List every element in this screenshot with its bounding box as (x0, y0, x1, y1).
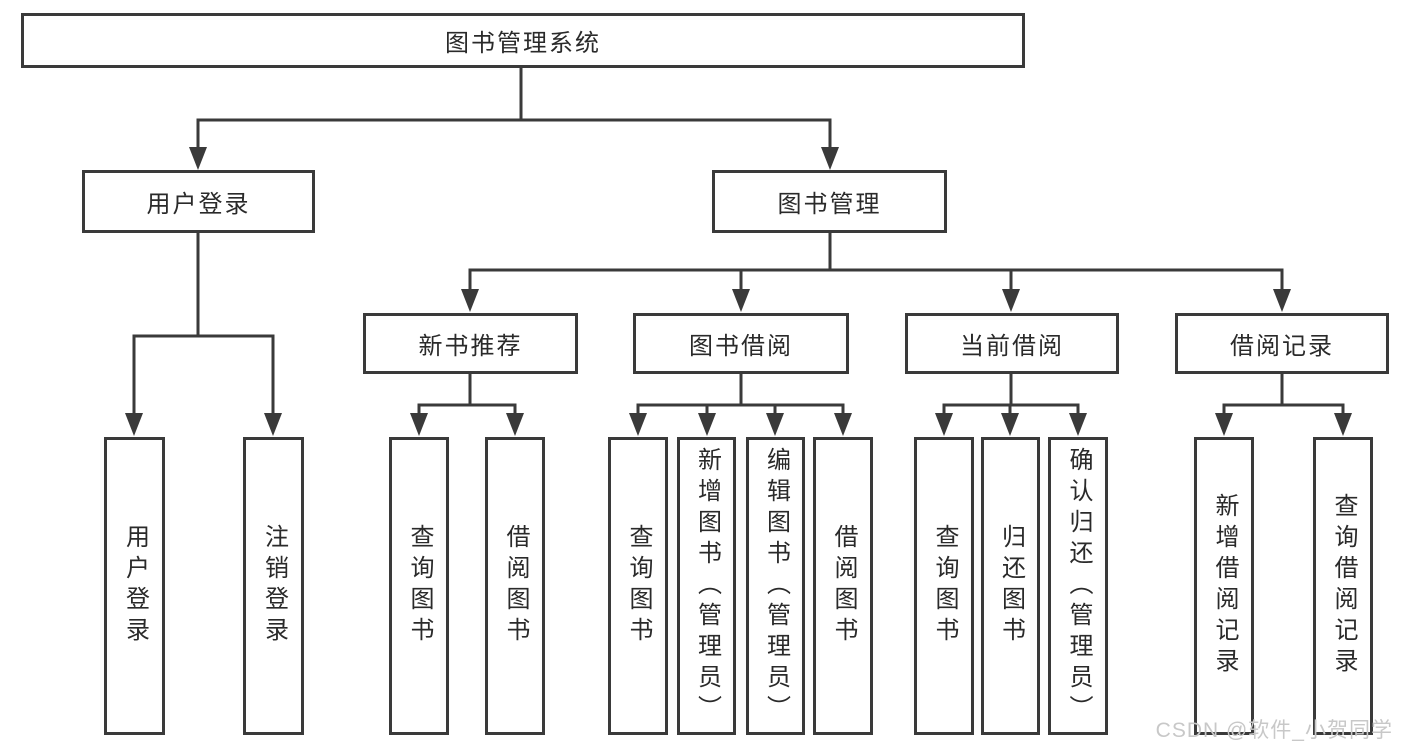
leaf-cb-confirm-return: 确认归还（管理员） (1048, 437, 1108, 735)
node-book-borrow-label: 图书借阅 (689, 333, 793, 360)
leaf-bb-add-book-label: 新增图书（管理员） (693, 446, 721, 726)
leaf-bb-query-book: 查询图书 (608, 437, 668, 735)
leaf-nb-query-book: 查询图书 (389, 437, 449, 735)
watermark: CSDN @软件_小贺同学 (1155, 719, 1393, 742)
leaf-user-login: 用户登录 (104, 437, 165, 735)
node-borrow-record: 借阅记录 (1175, 313, 1389, 374)
leaf-user-login-label: 用户登录 (121, 524, 149, 648)
node-user-login-label: 用户登录 (146, 191, 251, 218)
node-root: 图书管理系统 (21, 13, 1025, 68)
leaf-cb-return-book: 归还图书 (981, 437, 1040, 735)
leaf-br-add-record-label: 新增借阅记录 (1211, 493, 1238, 679)
leaf-bb-query-book-label: 查询图书 (625, 524, 652, 648)
node-borrow-record-label: 借阅记录 (1230, 333, 1334, 360)
leaf-cb-confirm-return-label: 确认归还（管理员） (1065, 446, 1092, 726)
node-user-login: 用户登录 (82, 170, 315, 233)
leaf-logout: 注销登录 (243, 437, 304, 735)
leaf-bb-edit-book: 编辑图书（管理员） (746, 437, 805, 735)
node-current-borrow-label: 当前借阅 (960, 333, 1064, 360)
node-book-management-label: 图书管理 (777, 191, 882, 218)
leaf-bb-add-book: 新增图书（管理员） (677, 437, 736, 735)
leaf-bb-edit-book-label: 编辑图书（管理员） (762, 446, 790, 726)
leaf-bb-borrow-book: 借阅图书 (813, 437, 873, 735)
leaf-logout-label: 注销登录 (260, 524, 288, 648)
leaf-cb-return-book-label: 归还图书 (997, 524, 1025, 648)
node-new-book-recommend: 新书推荐 (363, 313, 578, 374)
node-book-management: 图书管理 (712, 170, 947, 233)
leaf-nb-query-book-label: 查询图书 (406, 524, 433, 648)
node-current-borrow: 当前借阅 (905, 313, 1119, 374)
node-root-label: 图书管理系统 (445, 30, 601, 57)
leaf-cb-query-book: 查询图书 (914, 437, 974, 735)
node-new-book-recommend-label: 新书推荐 (418, 333, 523, 360)
leaf-nb-borrow-book: 借阅图书 (485, 437, 545, 735)
leaf-cb-query-book-label: 查询图书 (931, 524, 958, 648)
node-book-borrow: 图书借阅 (633, 313, 849, 374)
leaf-br-query-record: 查询借阅记录 (1313, 437, 1373, 735)
leaf-br-query-record-label: 查询借阅记录 (1330, 493, 1357, 679)
leaf-nb-borrow-book-label: 借阅图书 (502, 524, 529, 648)
leaf-br-add-record: 新增借阅记录 (1194, 437, 1254, 735)
leaf-bb-borrow-book-label: 借阅图书 (830, 524, 857, 648)
